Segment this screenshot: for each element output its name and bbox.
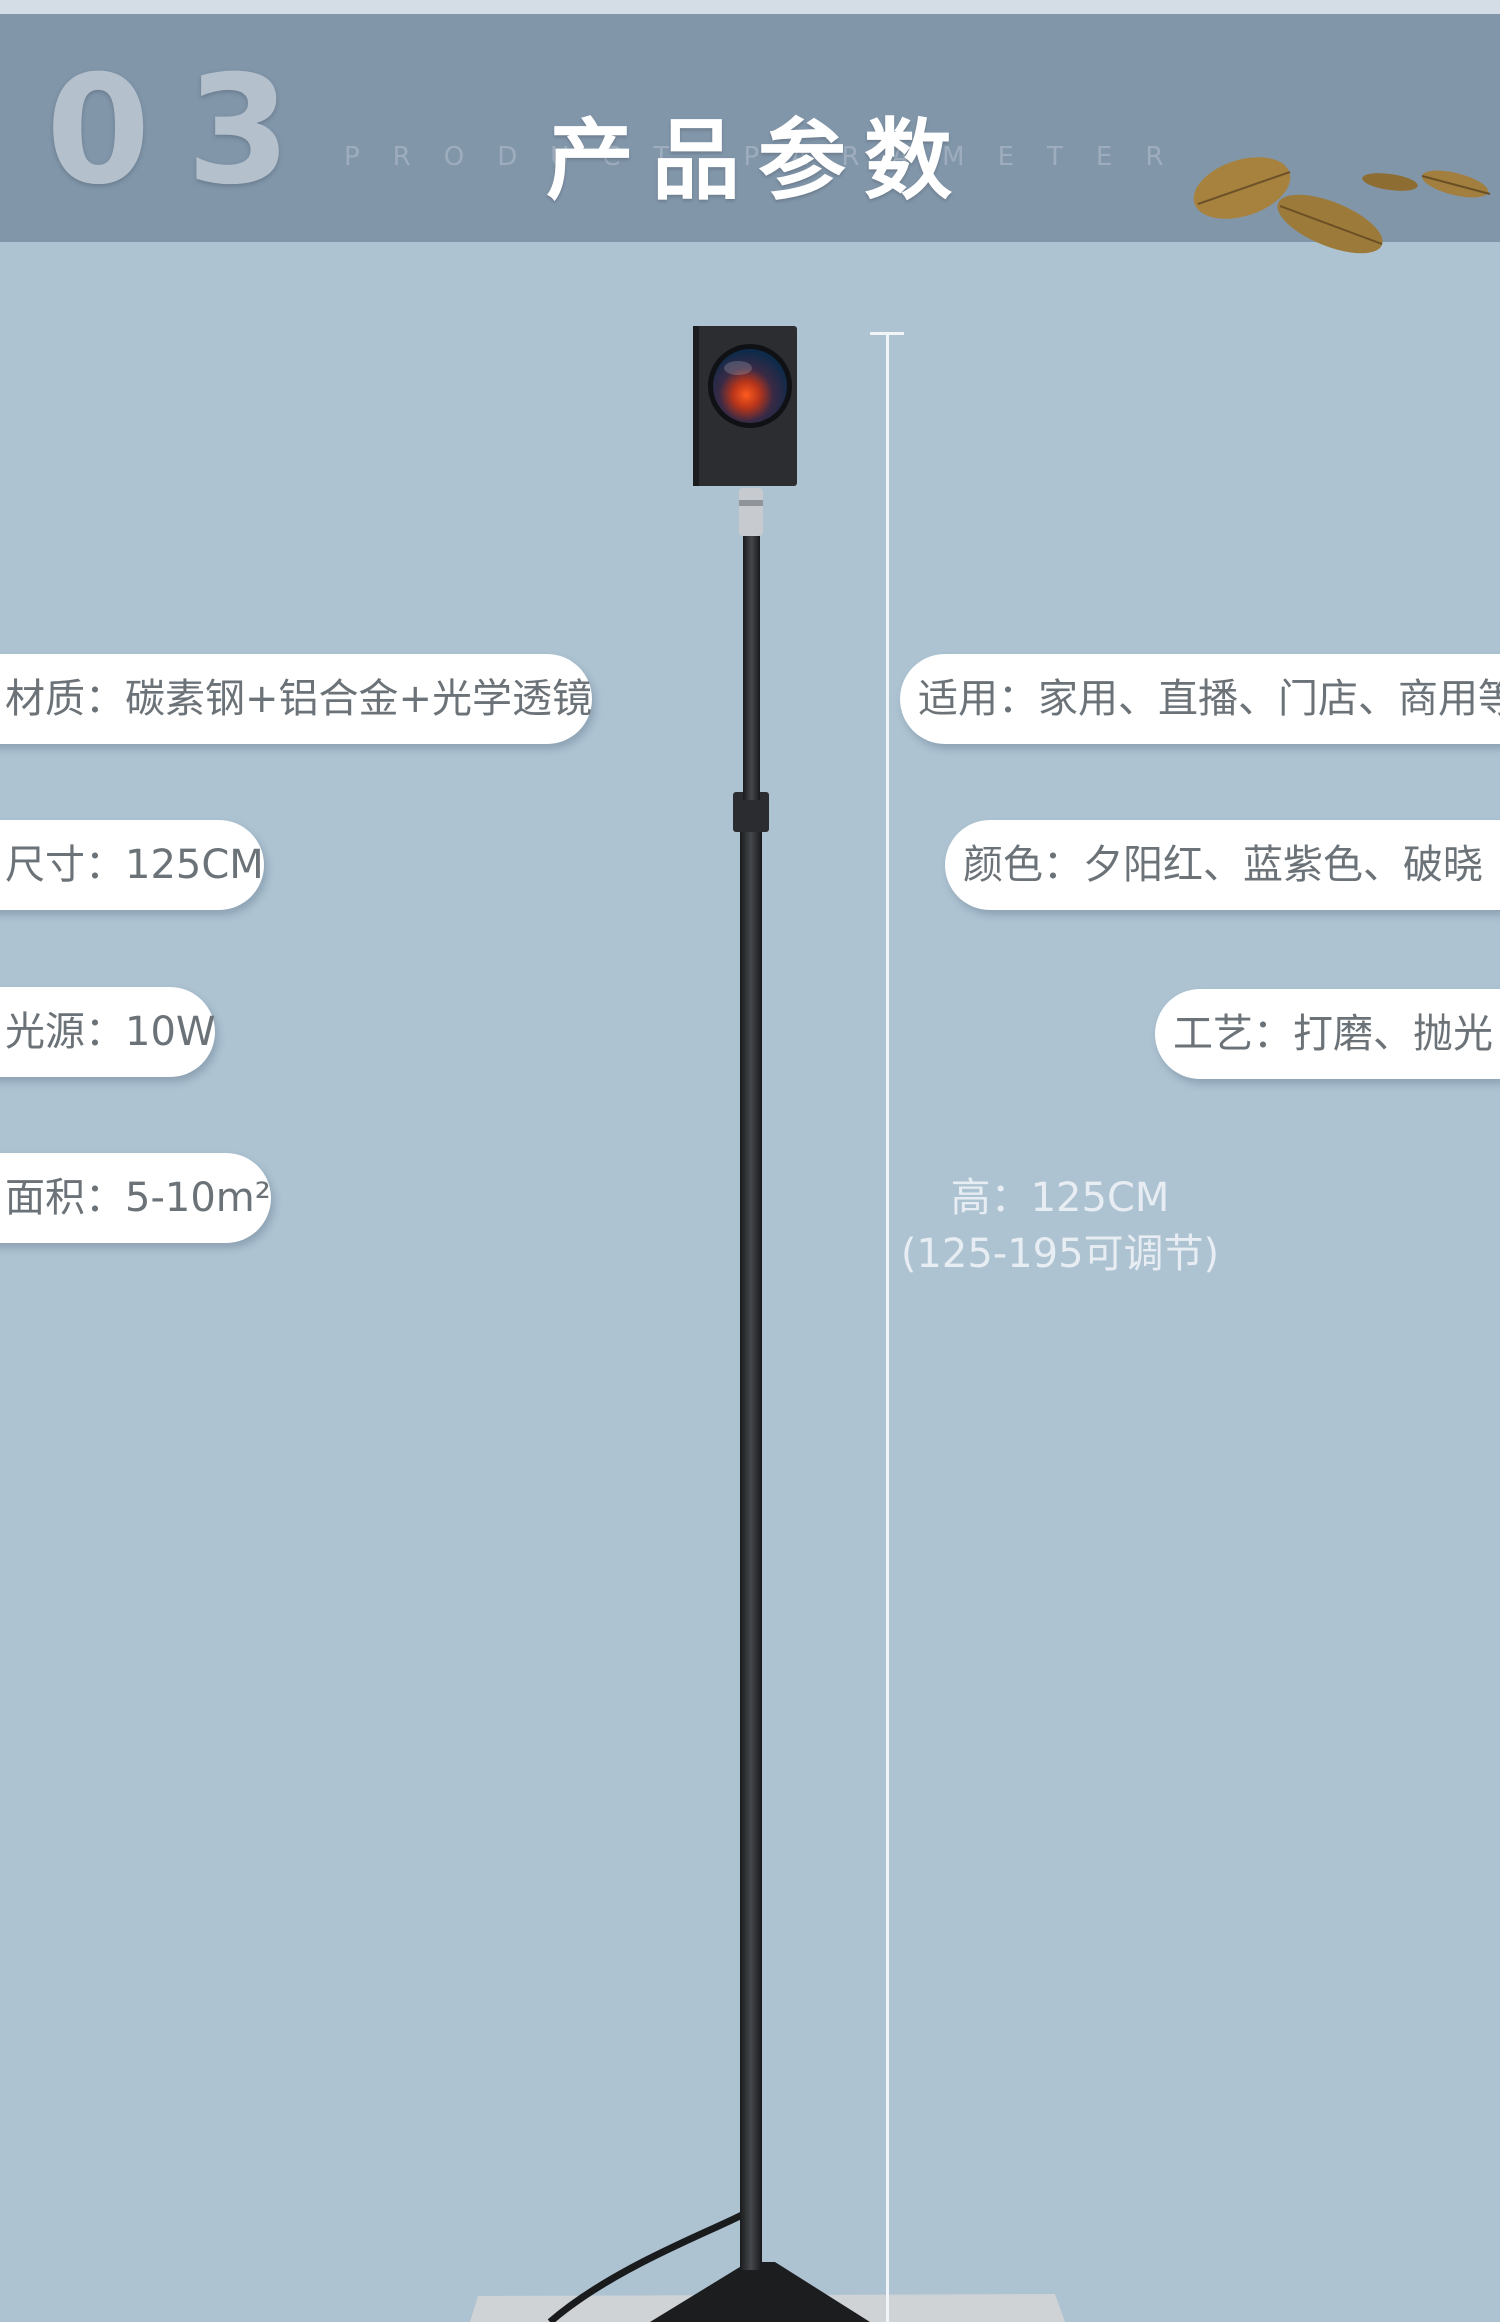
spec-light-source: 光源：10W [0, 987, 216, 1077]
spec-craft: 工艺：打磨、抛光 [1155, 989, 1500, 1079]
spec-colors: 颜色：夕阳红、蓝紫色、破晓 [945, 820, 1500, 910]
section-title: 产品参数 [546, 109, 971, 212]
height-value: 高：125CM [950, 1175, 1170, 1221]
spec-area: 面积：5-10m² [0, 1153, 271, 1243]
height-annotation: 高：125CM (125-195可调节) [890, 1170, 1230, 1282]
spec-material: 材质：碳素钢+铝合金+光学透镜 [0, 654, 593, 744]
spec-usage: 适用：家用、直播、门店、商用等 [900, 654, 1500, 744]
height-range: (125-195可调节) [900, 1231, 1220, 1277]
spec-size: 尺寸：125CM [0, 820, 264, 910]
top-strip [0, 0, 1500, 14]
height-dimension-line [886, 333, 889, 2322]
leaf-decoration [1193, 157, 1491, 254]
section-number: 03 [46, 44, 327, 218]
height-dimension-tick [870, 332, 904, 335]
section-subtitle: PRODUCT PARAMETER [344, 142, 1197, 172]
